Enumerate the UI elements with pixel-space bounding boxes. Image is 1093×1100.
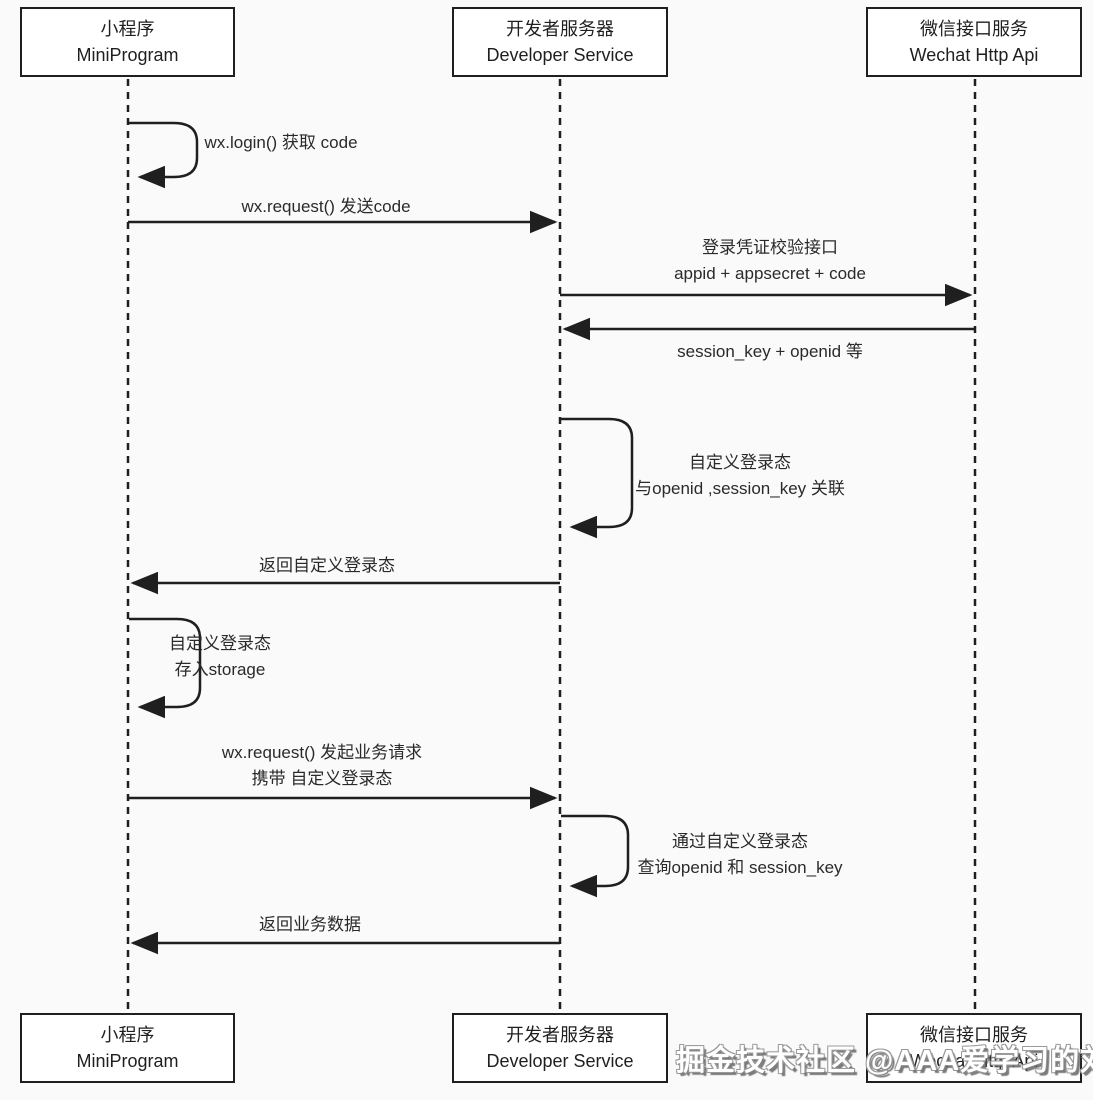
actor-label-zh: 小程序 bbox=[100, 1025, 155, 1045]
actor-label-zh: 小程序 bbox=[100, 19, 155, 39]
self-loop-wx-login bbox=[129, 121, 199, 189]
actor-label-en: Developer Service bbox=[486, 45, 634, 65]
actor-box-top-wechat-api: 微信接口服务 Wechat Http Api bbox=[866, 7, 1082, 77]
actor-box-top-miniprogram: 小程序 MiniProgram bbox=[20, 7, 235, 77]
actor-label-zh: 开发者服务器 bbox=[506, 19, 614, 39]
actor-box-bottom-wechat-api: 微信接口服务 Wechat Http Api bbox=[866, 1013, 1082, 1083]
message-label-custom-login-state: 自定义登录态 与openid ,session_key 关联 bbox=[635, 453, 845, 498]
message-label-store-storage: 自定义登录态 存入storage bbox=[169, 634, 271, 679]
actor-label-en: Wechat Http Api bbox=[909, 1051, 1039, 1071]
self-loop-custom-login-state bbox=[561, 417, 634, 539]
actor-label-zh: 微信接口服务 bbox=[920, 1025, 1028, 1045]
self-loop-store-storage bbox=[129, 617, 202, 719]
message-label-business-request: wx.request() 发起业务请求 携带 自定义登录态 bbox=[221, 743, 423, 788]
actor-label-en: MiniProgram bbox=[76, 45, 179, 65]
message-label-wx-login: wx.login() 获取 code bbox=[204, 133, 358, 152]
message-label-query-openid: 通过自定义登录态 查询openid 和 session_key bbox=[637, 832, 843, 877]
message-label-credential-check: 登录凭证校验接口 appid + appsecret + code bbox=[674, 238, 866, 283]
actor-label-zh: 开发者服务器 bbox=[506, 1025, 614, 1045]
message-label-session-key-return: session_key + openid 等 bbox=[677, 342, 863, 361]
actor-box-top-developer-service: 开发者服务器 Developer Service bbox=[452, 7, 668, 77]
actor-box-bottom-developer-service: 开发者服务器 Developer Service bbox=[452, 1013, 668, 1083]
watermark-text: 掘金技术社区 @AAA爱学习的刘哥 bbox=[676, 1045, 1093, 1077]
actor-box-bottom-miniprogram: 小程序 MiniProgram bbox=[20, 1013, 235, 1083]
actor-label-en: MiniProgram bbox=[76, 1051, 179, 1071]
message-label-return-login-state: 返回自定义登录态 bbox=[259, 556, 395, 575]
actor-label-en: Developer Service bbox=[486, 1051, 634, 1071]
self-loop-query-openid bbox=[561, 814, 630, 898]
message-label-send-code: wx.request() 发送code bbox=[241, 197, 411, 216]
message-label-return-business-data: 返回业务数据 bbox=[259, 915, 361, 934]
actor-label-en: Wechat Http Api bbox=[909, 45, 1039, 65]
actor-label-zh: 微信接口服务 bbox=[920, 19, 1028, 39]
